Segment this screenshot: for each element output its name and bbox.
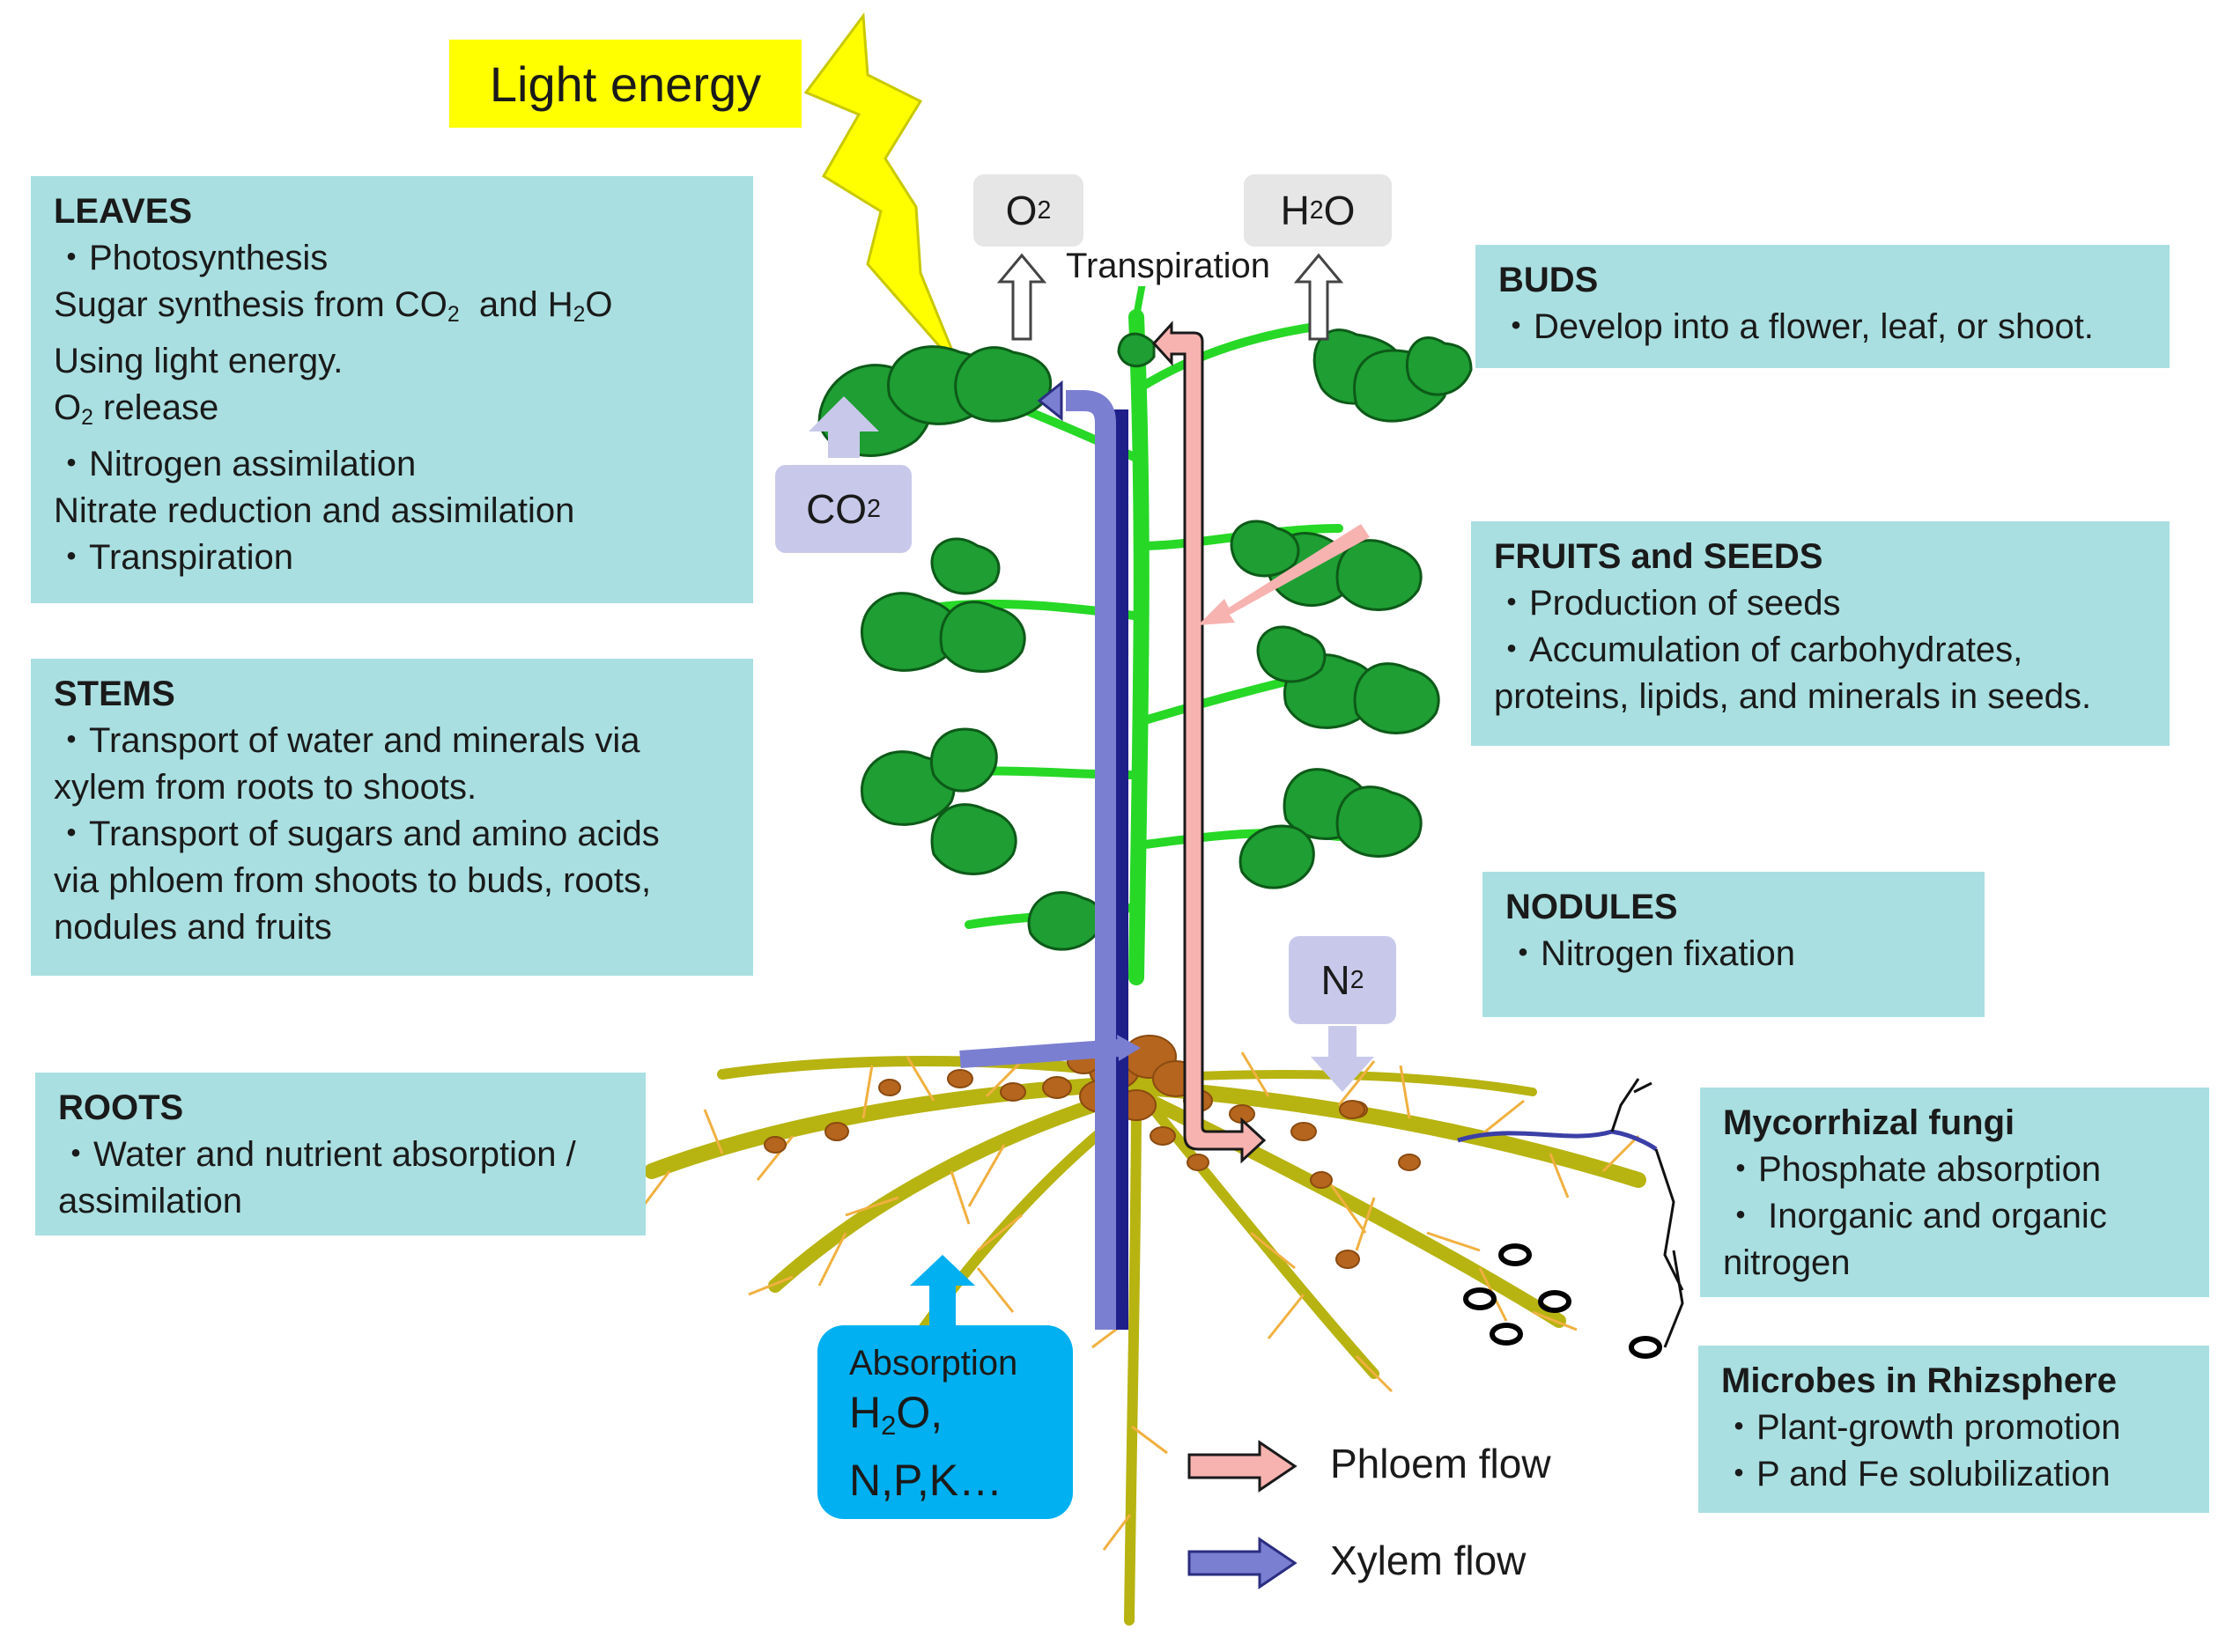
n2-main: N [1320, 957, 1350, 1003]
mycorrhizal-line-2: ・ Inorganic and organic [1723, 1197, 2107, 1235]
leaves-line-7: ・Transpiration [54, 538, 293, 578]
leaves-line-2a: Sugar synthesis from CO [54, 285, 447, 324]
mycorrhizal-box: Mycorrhizal fungi ・Phosphate absorption … [1700, 1088, 2209, 1297]
nodules-title: NODULES [1505, 888, 1678, 926]
legend-phloem-label: Phloem flow [1330, 1441, 1551, 1486]
roots-title: ROOTS [58, 1088, 184, 1127]
leaves-line-4a: O [54, 388, 82, 428]
phloem-arrow [1151, 321, 1370, 1164]
stems-line-4: via phloem from shoots to buds, roots, [54, 861, 652, 900]
co2-sub: 2 [867, 494, 881, 523]
stems-line-3: ・Transport of sugars and amino acids [54, 815, 660, 853]
h2o-sub: 2 [1309, 195, 1324, 225]
o2-sub: 2 [1037, 195, 1052, 225]
co2-arrow-icon [809, 396, 879, 458]
absorption-h2o-main: H [849, 1388, 882, 1437]
mycorrhizal-line-1: ・Phosphate absorption [1723, 1150, 2102, 1189]
mycorrhizal-title: Mycorrhizal fungi [1723, 1103, 2015, 1142]
absorption-h2o-sub: 2 [881, 1409, 897, 1441]
fruits-line-3: proteins, lipids, and minerals in seeds. [1494, 677, 2092, 716]
fruits-line-1: ・Production of seeds [1494, 584, 1841, 623]
microbes-title: Microbes in Rhizsphere [1721, 1361, 2117, 1400]
stems-line-2: xylem from roots to shoots. [54, 768, 477, 807]
leaves-line-1: ・Photosynthesis [54, 239, 329, 277]
plant-leaves [817, 328, 1473, 951]
mycorrhizal-line-3: nitrogen [1723, 1243, 1851, 1282]
stems-box: STEMS ・Transport of water and minerals v… [31, 659, 753, 976]
leaves-line-4-sub: 2 [81, 406, 93, 431]
stems-line-1: ・Transport of water and minerals via [54, 721, 640, 760]
leaves-line-2-sub2: 2 [573, 303, 586, 328]
microbes-line-2: ・P and Fe solubilization [1721, 1455, 2111, 1493]
absorption-h2o-tail: O, [896, 1388, 943, 1437]
fruits-line-2: ・Accumulation of carbohydrates, [1494, 631, 2023, 669]
gas-release-arrows [996, 253, 1344, 341]
stems-title: STEMS [54, 675, 175, 713]
lightning-bolt-icon [803, 11, 962, 371]
buds-title: BUDS [1498, 261, 1599, 299]
buds-box: BUDS ・Develop into a flower, leaf, or sh… [1475, 245, 2170, 368]
roots-line-2: assimilation [58, 1182, 242, 1221]
light-energy-label: Light energy [449, 40, 802, 128]
absorption-title: Absorption [849, 1344, 1018, 1383]
microbes-box: Microbes in Rhizsphere ・Plant-growth pro… [1698, 1346, 2209, 1513]
legend-phloem-arrow [1187, 1440, 1298, 1493]
light-energy-text: Light energy [489, 55, 762, 112]
fruits-box: FRUITS and SEEDS ・Production of seeds ・A… [1471, 521, 2170, 746]
legend-xylem-label: Xylem flow [1330, 1538, 1527, 1583]
leaves-line-4b: release [92, 388, 219, 428]
h2o-main: H [1280, 188, 1310, 233]
co2-main: CO [806, 486, 868, 532]
fungal-hyphae [1457, 1078, 1684, 1348]
legend-xylem-arrow [1187, 1537, 1298, 1589]
leaves-line-3: Using light energy. [54, 342, 344, 381]
n2-sub: 2 [1349, 965, 1364, 994]
nodules-line-1: ・Nitrogen fixation [1505, 934, 1796, 973]
leaves-box: LEAVES ・Photosynthesis Sugar synthesis f… [31, 176, 753, 603]
microbes-line-1: ・Plant-growth promotion [1721, 1408, 2121, 1447]
roots-box: ROOTS ・Water and nutrient absorption / a… [35, 1073, 646, 1235]
xylem-arrow [959, 380, 1141, 1330]
buds-line-1: ・Develop into a flower, leaf, or shoot. [1498, 307, 2094, 346]
stems-line-5: nodules and fruits [54, 908, 332, 947]
leaves-line-2c: O [585, 285, 613, 324]
leaves-line-2: Sugar synthesis from CO2 and H2O [54, 282, 730, 338]
transpiration-label: Transpiration [1066, 247, 1270, 286]
leaves-title: LEAVES [54, 192, 193, 231]
leaves-line-4: O2 release [54, 385, 730, 441]
leaves-line-2b: and H [459, 285, 573, 324]
o2-main: O [1005, 188, 1038, 233]
roots-line-1: ・Water and nutrient absorption / [58, 1135, 576, 1174]
leaves-line-5: ・Nitrogen assimilation [54, 445, 417, 484]
absorption-h2o: H2O, [849, 1385, 1041, 1453]
nodules-box: NODULES ・Nitrogen fixation [1482, 872, 1985, 1017]
microbes-icon [1463, 1243, 1662, 1359]
fruits-title: FRUITS and SEEDS [1494, 537, 1823, 576]
absorption-arrow-icon [910, 1255, 975, 1325]
absorption-nutrients: N,P,K… [849, 1455, 1003, 1505]
leaves-line-2-sub: 2 [447, 303, 460, 328]
n2-arrow-icon [1311, 1026, 1374, 1092]
h2o-tail: O [1323, 188, 1356, 233]
absorption-box: Absorption H2O, N,P,K… [817, 1325, 1073, 1519]
leaves-line-6: Nitrate reduction and assimilation [54, 491, 575, 531]
